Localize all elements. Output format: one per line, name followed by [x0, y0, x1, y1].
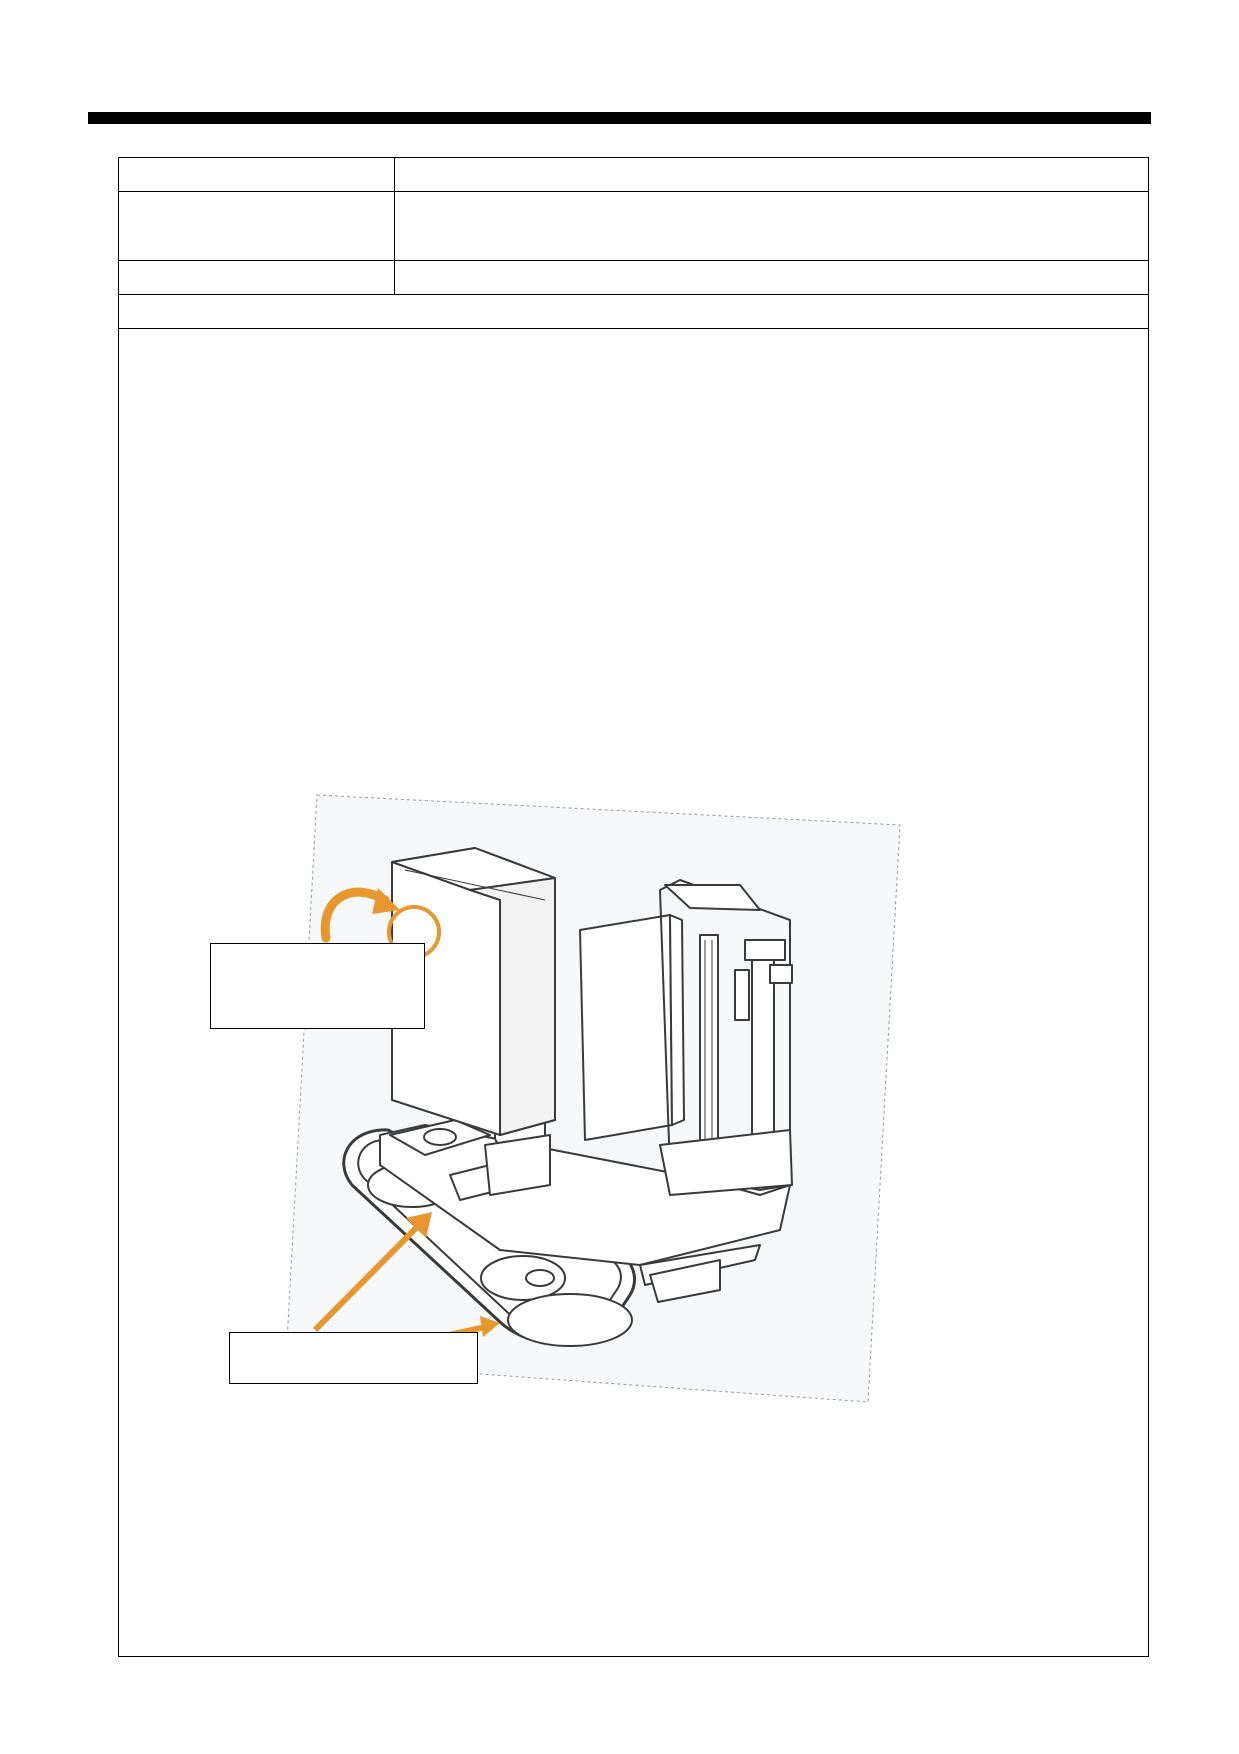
gearbox [484, 1134, 551, 1196]
column-fitting [769, 964, 793, 984]
row-2-value [396, 193, 1146, 259]
cabinet-side [469, 877, 556, 1136]
cabinet-lid-line [404, 869, 546, 901]
frame-base [659, 1129, 793, 1196]
right-pulley [507, 1293, 633, 1347]
table-row-divider [119, 294, 1148, 295]
row-3-value [396, 262, 1146, 294]
table-row-divider [119, 328, 1148, 329]
frame-top-bar [664, 884, 761, 911]
lower-motor [649, 1259, 721, 1303]
table-row-divider [119, 260, 1148, 261]
middle-pulley [480, 1255, 566, 1301]
side-bracket [734, 969, 750, 1021]
row-2-label [119, 193, 394, 259]
rotate-arrow-icon [320, 887, 400, 943]
section-title [119, 296, 1147, 328]
callout-box-bottom [229, 1332, 478, 1384]
document-form [118, 157, 1149, 1657]
table-row-divider [119, 191, 1148, 192]
row-1-label [119, 158, 394, 191]
pulley-hub [525, 1269, 555, 1287]
column-clamp [744, 939, 786, 961]
machine-illustration [285, 794, 901, 1403]
guide-panel-edge [669, 914, 685, 1126]
guide-panel [579, 914, 673, 1141]
table-column-divider [394, 158, 395, 295]
header-rule [88, 112, 1151, 124]
mount-ring [423, 1128, 457, 1146]
row-3-label [119, 262, 394, 294]
callout-box-top [210, 943, 425, 1029]
row-1-value [396, 158, 1146, 191]
